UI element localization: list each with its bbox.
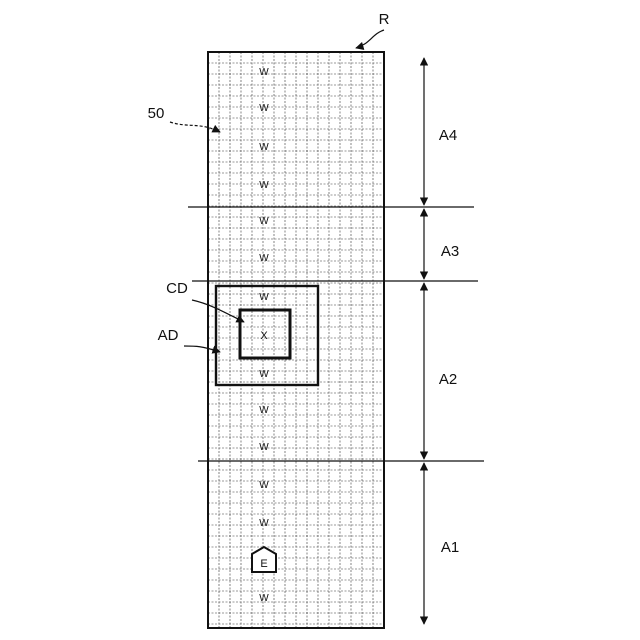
grid-region (208, 52, 384, 628)
waypoint-marker: W (259, 292, 269, 303)
waypoint-marker: W (259, 480, 269, 491)
area-label: AD (158, 327, 179, 344)
grid-label: 50 (148, 105, 165, 122)
waypoint-marker: W (259, 142, 269, 153)
zone-label-a3: A3 (441, 243, 459, 260)
grid-leader (170, 122, 220, 132)
waypoint-marker: W (259, 518, 269, 529)
waypoint-marker: W (259, 180, 269, 191)
waypoint-marker: W (259, 405, 269, 416)
area-leader (184, 346, 220, 352)
waypoint-marker: W (259, 67, 269, 78)
current-label: CD (166, 280, 188, 297)
waypoint-marker: W (259, 103, 269, 114)
region-label: R (379, 11, 390, 28)
waypoint-marker: W (259, 369, 269, 380)
current-position-marker: X (260, 330, 268, 342)
zone-label-a2: A2 (439, 371, 457, 388)
waypoint-marker: W (259, 216, 269, 227)
waypoint-marker: W (259, 442, 269, 453)
grid-lines (208, 52, 384, 628)
waypoint-marker: W (259, 593, 269, 604)
region-leader (356, 30, 384, 48)
end-marker-letter: E (260, 558, 267, 570)
zone-label-a1: A1 (441, 539, 459, 556)
zone-label-a4: A4 (439, 127, 457, 144)
current-leader (192, 300, 244, 322)
end-marker: E (252, 547, 276, 572)
waypoint-marker: W (259, 253, 269, 264)
